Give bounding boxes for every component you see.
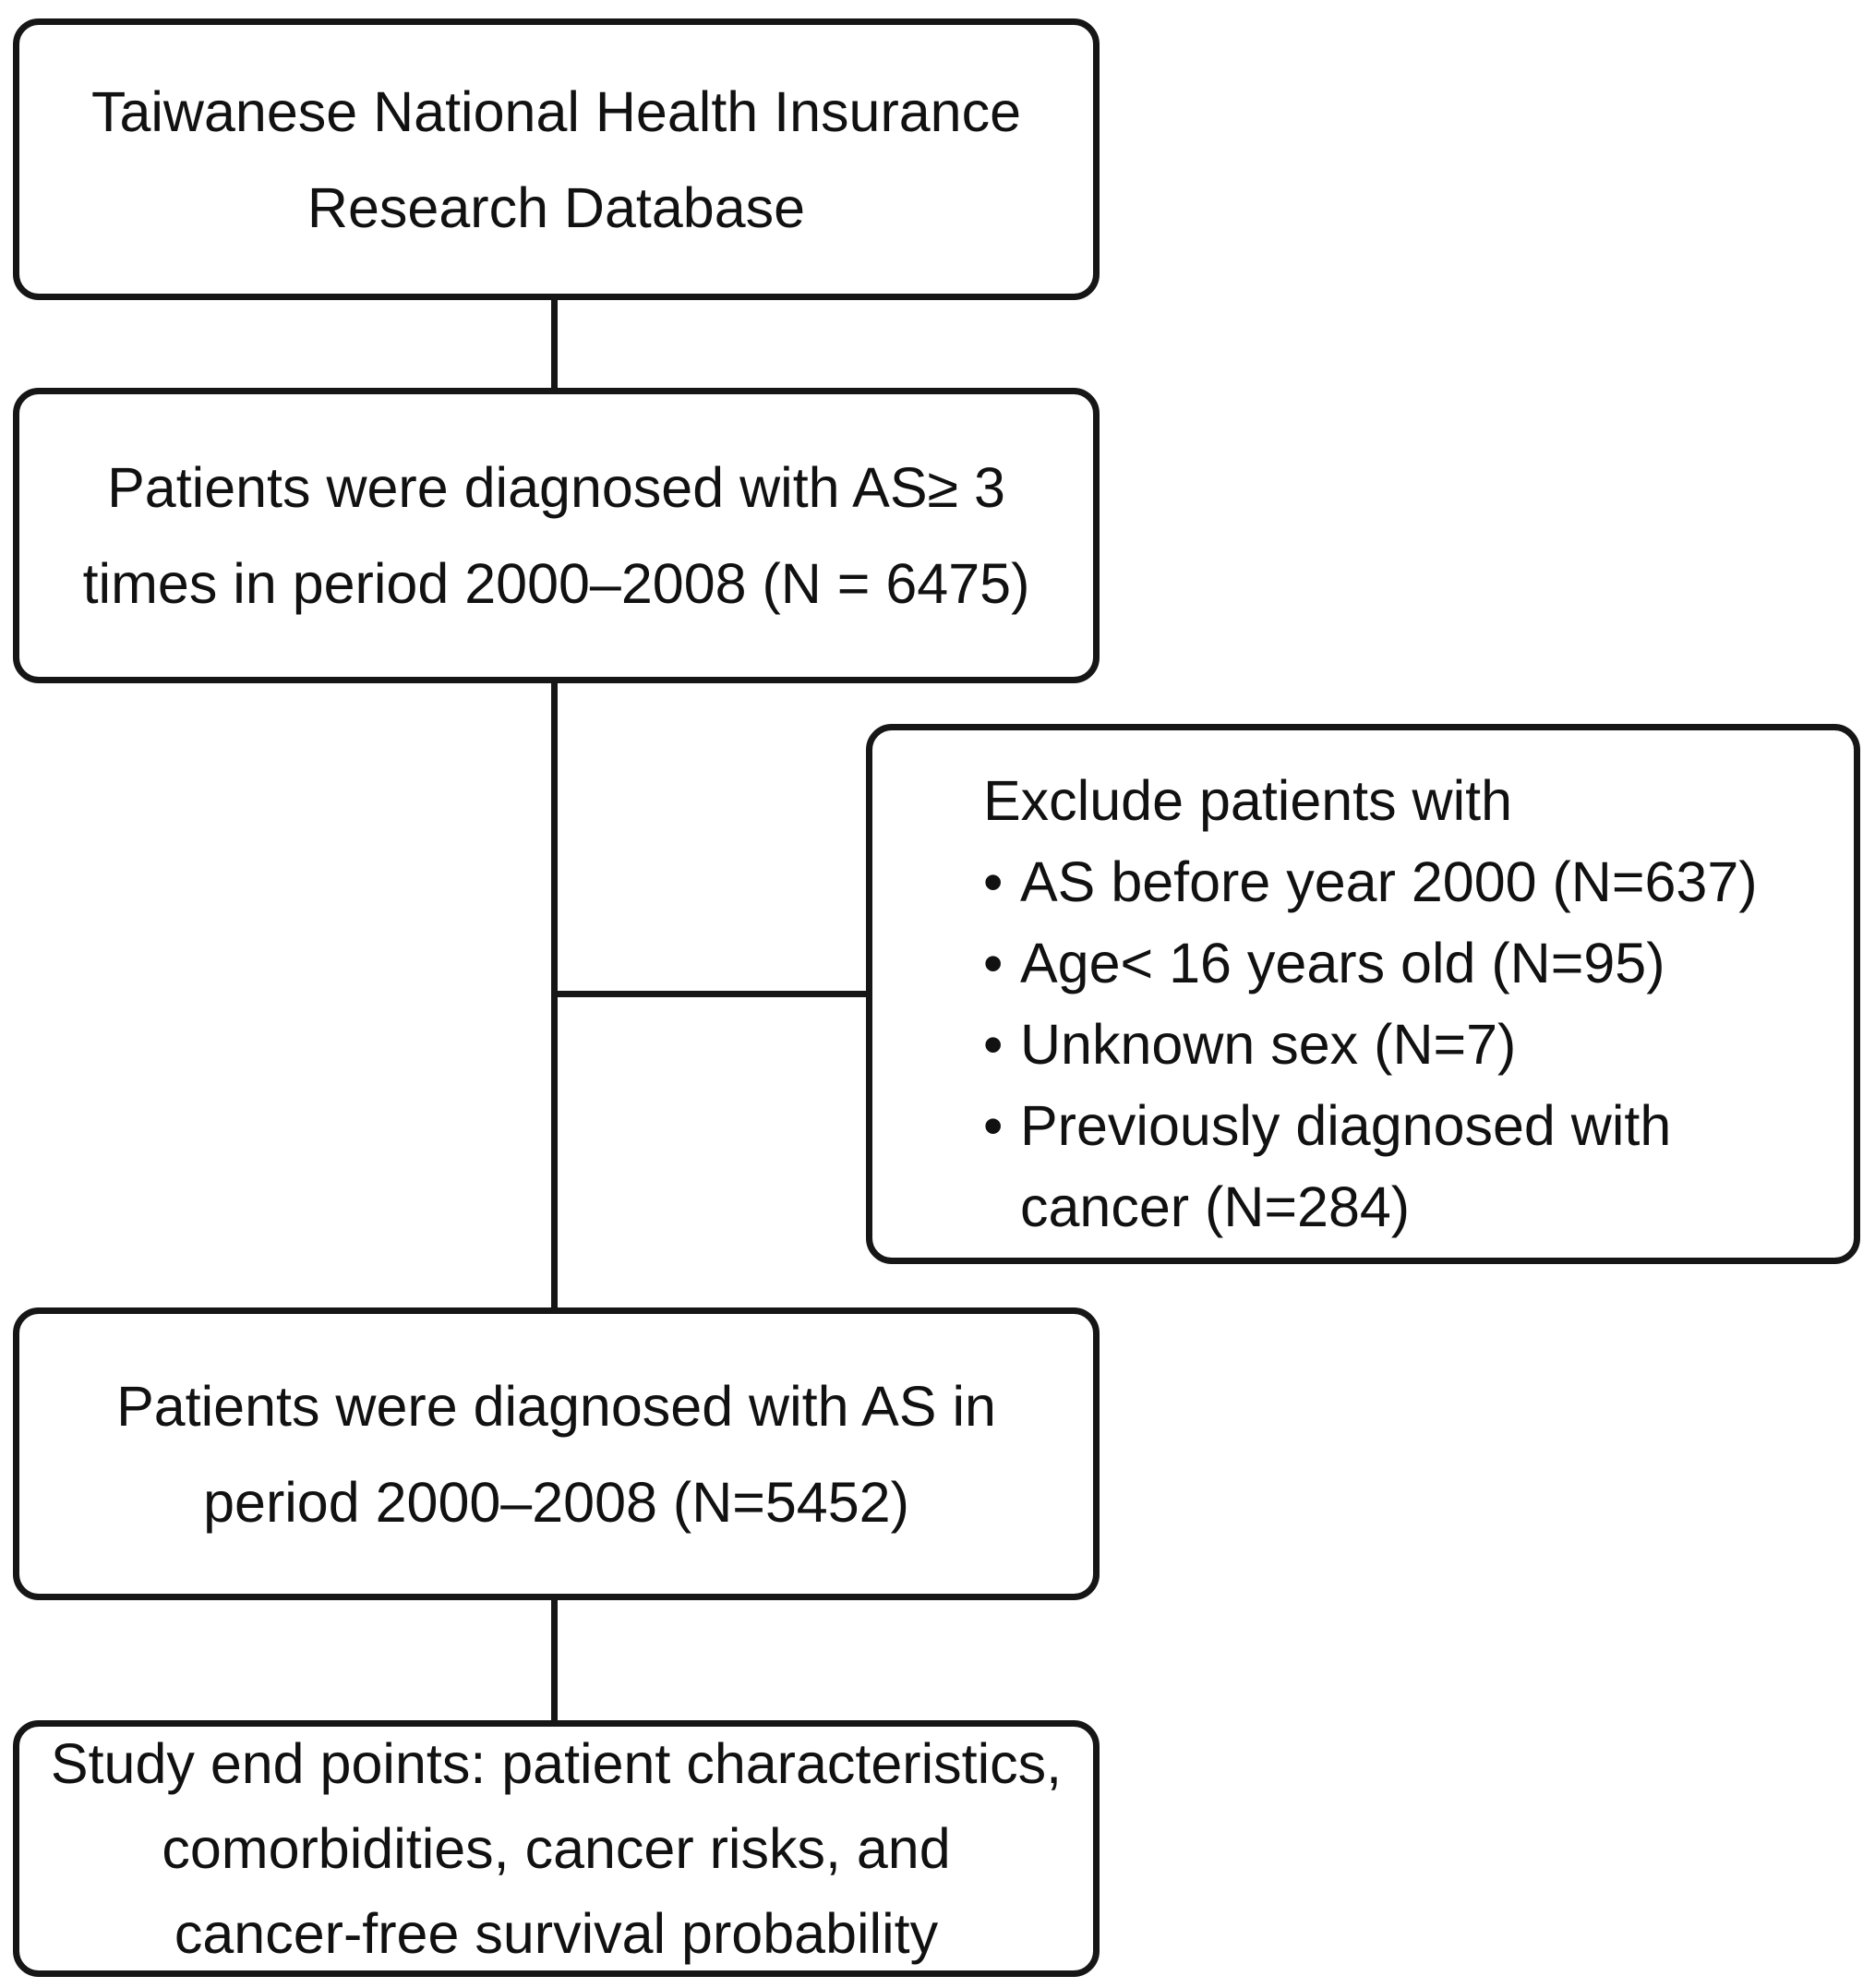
box-text-line: Research Database <box>306 175 806 239</box>
source-database-box: Taiwanese National Health Insurance Rese… <box>13 18 1100 300</box>
box-text-line: period 2000–2008 (N=5452) <box>203 1470 909 1534</box>
box-text-line: cancer-free survival probability <box>174 1902 939 1965</box>
exclusion-item-text: Previously diagnosed with <box>1020 1094 1672 1157</box>
box-text-line: Patients were diagnosed with AS in <box>116 1374 996 1438</box>
connector-line-branch <box>554 991 872 997</box>
exclusion-item: • AS before year 2000 (N=637) <box>983 841 1826 922</box>
exclusion-item: • Previously diagnosed with cancer (N=28… <box>983 1085 1826 1247</box>
initial-cohort-box: Patients were diagnosed with AS≥ 3 times… <box>13 388 1100 683</box>
bullet-icon: • <box>983 1094 1004 1157</box>
connector-line-vertical <box>551 298 558 391</box>
box-text-line: Taiwanese National Health Insurance <box>90 79 1022 143</box>
bullet-icon: • <box>983 1013 1004 1076</box>
box-text-line: times in period 2000–2008 (N = 6475) <box>82 552 1030 615</box>
exclusion-criteria-box: Exclude patients with • AS before year 2… <box>866 724 1860 1264</box>
exclusion-item-text: Age< 16 years old (N=95) <box>1020 932 1665 994</box>
study-endpoints-box: Study end points: patient characteristic… <box>13 1720 1100 1977</box>
exclusion-item-text: Unknown sex (N=7) <box>1020 1013 1517 1076</box>
box-text-line: Study end points: patient characteristic… <box>50 1732 1063 1795</box>
connector-line-vertical <box>551 1597 558 1723</box>
exclusion-item-text: cancer (N=284) <box>1020 1175 1411 1238</box>
exclusion-item-text: AS before year 2000 (N=637) <box>1020 850 1758 913</box>
final-cohort-box: Patients were diagnosed with AS in perio… <box>13 1307 1100 1600</box>
bullet-icon: • <box>983 932 1004 994</box>
exclusion-item: • Age< 16 years old (N=95) <box>983 922 1826 1004</box>
bullet-icon: • <box>983 850 1004 913</box>
exclusion-item: • Unknown sex (N=7) <box>983 1004 1826 1085</box>
box-text-line: Patients were diagnosed with AS≥ 3 <box>107 456 1005 519</box>
box-text-line: comorbidities, cancer risks, and <box>162 1817 951 1880</box>
exclusion-heading: Exclude patients with <box>983 769 1513 832</box>
